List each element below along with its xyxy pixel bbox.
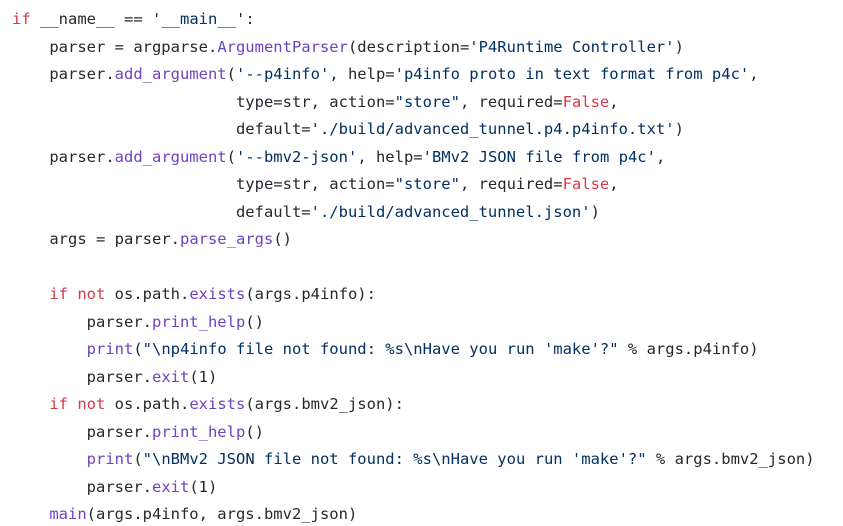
code-string: 'P4Runtime Controller': [469, 37, 675, 56]
code-line: print("\nBMv2 JSON file not found: %s\nH…: [12, 446, 843, 474]
code-string: './build/advanced_tunnel.p4.p4info.txt': [310, 120, 675, 138]
code-string: 'BMv2 JSON file from p4c': [422, 147, 656, 166]
code-function: print_help: [151, 422, 246, 441]
code-text: [12, 340, 87, 358]
code-text: [12, 285, 49, 303]
code-text: (: [226, 147, 236, 166]
code-text: (args.p4info, args.bmv2_json): [86, 505, 358, 523]
code-function: print: [86, 450, 134, 468]
code-text: , required=: [459, 92, 563, 111]
code-text: ,: [609, 175, 619, 193]
code-text: args = parser.: [12, 230, 180, 248]
code-line: print("\np4info file not found: %s\nHave…: [12, 336, 843, 364]
code-text: % args.bmv2_json): [646, 450, 815, 468]
code-string: 'p4info proto in text format from p4c': [394, 65, 750, 83]
code-text: [12, 450, 87, 468]
code-function: exists: [189, 285, 246, 303]
code-text: ,: [655, 147, 666, 166]
code-function: print_help: [151, 312, 246, 331]
code-line: if not os.path.exists(args.bmv2_json):: [12, 391, 843, 419]
code-text: ): [590, 202, 600, 221]
code-string: '--p4info': [235, 65, 330, 83]
code-text: ,: [609, 92, 619, 111]
code-text: type=str, action=: [12, 92, 395, 111]
code-text: parser.: [12, 477, 152, 496]
code-text: ,: [749, 65, 759, 83]
code-text: parser.: [12, 65, 115, 83]
code-text: (): [273, 230, 292, 248]
code-keyword: False: [562, 92, 610, 111]
code-text: (args.p4info):: [245, 285, 376, 303]
code-text: [12, 395, 49, 413]
code-text: (1): [189, 477, 218, 496]
code-text: (: [133, 340, 143, 358]
code-line: main(args.p4info, args.bmv2_json): [12, 501, 843, 526]
code-function: add_argument: [114, 65, 227, 83]
code-function: exit: [151, 477, 190, 496]
code-string: "store": [394, 175, 460, 193]
code-keyword: if: [12, 10, 31, 28]
code-text: (description=: [347, 37, 470, 56]
code-line: args = parser.parse_args(): [12, 226, 843, 254]
code-text: (): [245, 312, 264, 331]
code-line: parser.add_argument('--bmv2-json', help=…: [12, 144, 843, 172]
code-text: ): [674, 37, 684, 56]
code-string: '--bmv2-json': [235, 147, 358, 166]
code-line: parser = argparse.ArgumentParser(descrip…: [12, 34, 843, 62]
code-line: if __name__ == '__main__':: [12, 6, 843, 34]
code-line: default='./build/advanced_tunnel.p4.p4in…: [12, 116, 843, 144]
code-line: parser.exit(1): [12, 364, 843, 392]
code-text: , help=: [329, 65, 395, 83]
code-string: "\np4info file not found: %s\nHave you r…: [142, 340, 619, 358]
code-function: parse_args: [179, 230, 274, 248]
code-text: (): [245, 422, 264, 441]
code-text: (1): [189, 367, 218, 386]
code-text: % args.p4info): [618, 340, 759, 358]
code-line: default='./build/advanced_tunnel.json'): [12, 199, 843, 227]
code-text: , required=: [459, 175, 563, 193]
code-line: parser.exit(1): [12, 474, 843, 502]
code-function: exists: [189, 395, 246, 413]
code-text: os.path.: [105, 285, 190, 303]
code-line: type=str, action="store", required=False…: [12, 171, 843, 199]
code-text: , help=: [357, 147, 423, 166]
code-text: parser.: [12, 367, 152, 386]
code-text: (: [226, 65, 236, 83]
code-string: './build/advanced_tunnel.json': [310, 202, 591, 221]
code-text: default=: [12, 202, 311, 221]
code-line: parser.print_help(): [12, 309, 843, 337]
code-function: main: [49, 505, 87, 523]
code-keyword: if not: [49, 395, 106, 413]
code-line: parser.add_argument('--p4info', help='p4…: [12, 61, 843, 89]
code-line: if not os.path.exists(args.p4info):: [12, 281, 843, 309]
code-text: __name__ ==: [30, 10, 152, 28]
code-text: [12, 505, 49, 523]
code-text: type=str, action=: [12, 175, 395, 193]
code-text: parser.: [12, 147, 115, 166]
code-function: ArgumentParser: [217, 37, 348, 56]
code-text: (: [133, 450, 143, 468]
code-text: (args.bmv2_json):: [245, 395, 404, 413]
code-function: print: [86, 340, 134, 358]
code-string: '__main__': [152, 10, 246, 28]
code-function: exit: [151, 367, 190, 386]
code-line: parser.print_help(): [12, 419, 843, 447]
code-string: "\nBMv2 JSON file not found: %s\nHave yo…: [142, 450, 647, 468]
code-text: parser.: [12, 312, 152, 331]
code-text: default=: [12, 120, 311, 138]
code-text: :: [245, 10, 255, 28]
code-keyword: False: [562, 175, 610, 193]
code-text: ): [674, 120, 684, 138]
code-string: "store": [394, 92, 460, 111]
code-line: [12, 254, 843, 282]
code-line: type=str, action="store", required=False…: [12, 89, 843, 117]
code-text: os.path.: [105, 395, 190, 413]
code-function: add_argument: [114, 147, 227, 166]
code-keyword: if not: [49, 285, 106, 303]
code-text: parser.: [12, 422, 152, 441]
code-text: parser = argparse.: [12, 37, 218, 56]
